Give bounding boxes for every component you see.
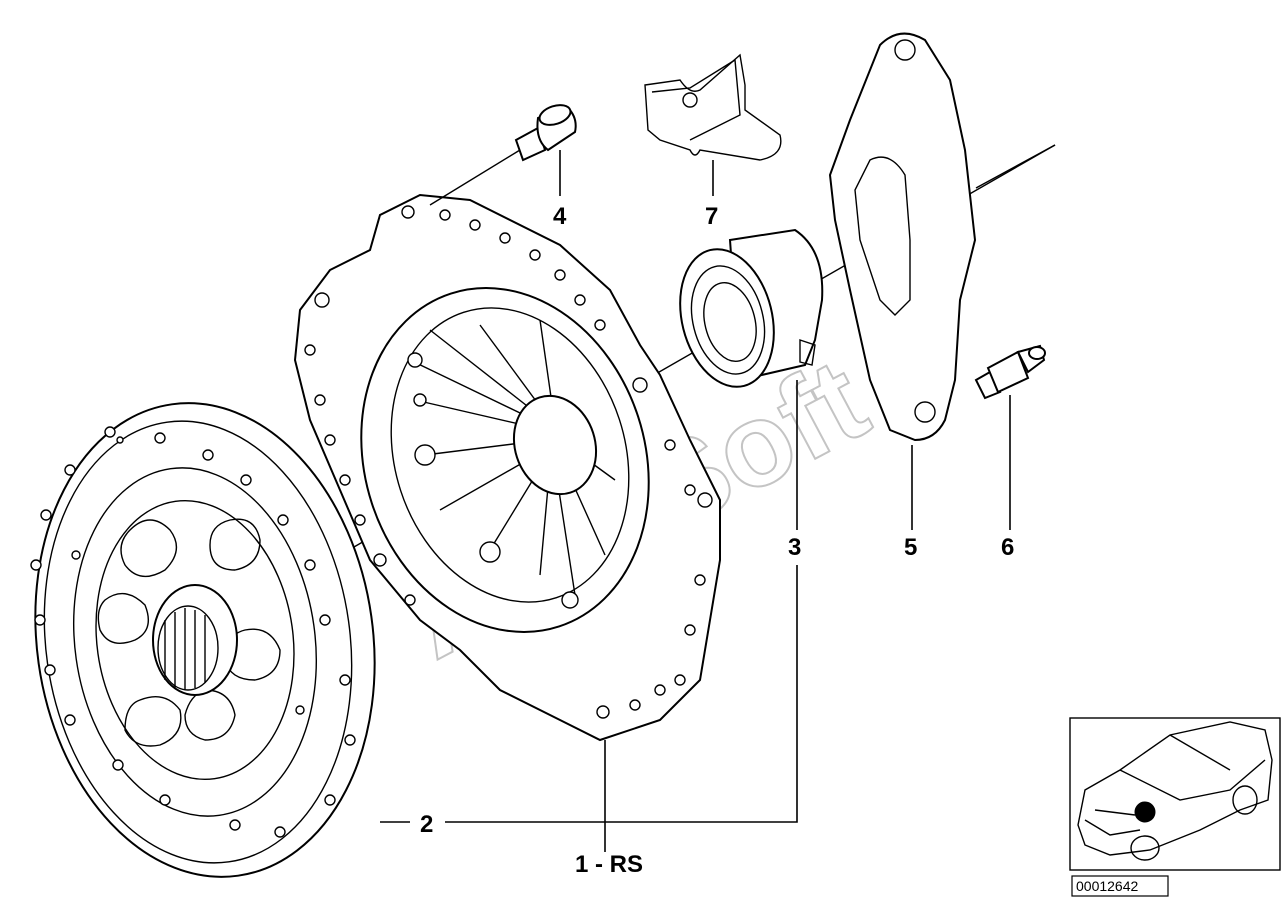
label-clutch-disc: 2 — [420, 811, 433, 838]
location-dot — [1134, 801, 1156, 823]
release-bearing — [679, 228, 824, 388]
clutch-disc — [30, 402, 376, 878]
label-pressure-plate: 1 - RS — [575, 851, 643, 878]
bolt-large — [429, 104, 577, 206]
pressure-plate — [293, 193, 721, 742]
leader-lines — [380, 150, 1011, 852]
reference-number-box: 00012642 — [1071, 875, 1169, 897]
reference-number: 00012642 — [1076, 878, 1139, 894]
spring-clip — [644, 53, 782, 161]
label-bolt-short: 6 — [1001, 534, 1014, 561]
label-bolt: 4 — [553, 203, 567, 230]
disc-rivets — [30, 426, 356, 838]
guide-plate — [828, 32, 1056, 442]
reference-car-thumbnail — [1069, 717, 1281, 871]
label-clip: 7 — [705, 203, 718, 230]
label-guide-plate: 5 — [904, 534, 917, 561]
cover-holes — [304, 205, 713, 719]
bolt-small — [974, 344, 1046, 400]
label-release-bearing: 3 — [788, 534, 801, 561]
